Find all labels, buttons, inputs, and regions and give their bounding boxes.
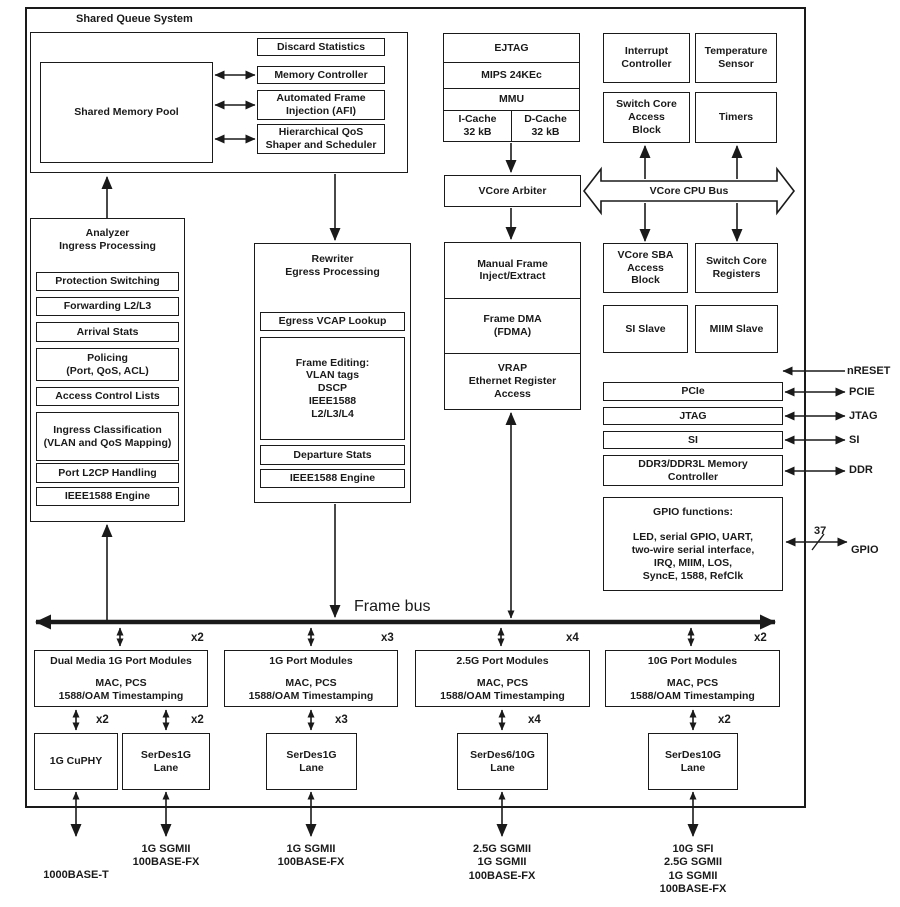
discard-statistics-box: Discard Statistics [257,38,385,56]
port-l2cp-box: Port L2CP Handling [36,463,179,483]
port-module-title: Dual Media 1G Port Modules [50,655,192,667]
port-module-title: 10G Port Modules [647,655,738,667]
rewriter-ieee1588-box: IEEE1588 Engine [260,469,405,488]
10g-port-modules-box: 10G Port Modules MAC, PCS 1588/OAM Times… [605,650,780,707]
external-port-label: 1G SGMII 100BASE-FX [132,843,200,869]
serdes-mult-label: x2 [191,714,204,726]
acl-box: Access Control Lists [36,387,179,406]
memory-controller-box: Memory Controller [257,66,385,84]
external-port-label: 10G SFI 2.5G SGMII 1G SGMII 100BASE-FX [659,843,727,896]
pcie-box: PCIe [603,382,783,401]
analyzer-title: Analyzer Ingress Processing [59,227,156,253]
afi-box: Automated Frame Injection (AFI) [257,90,385,120]
mmu-box: MMU [444,89,579,111]
frame-bus-label: Frame bus [354,598,431,615]
frame-editing-box: Frame Editing: VLAN tags DSCP IEEE1588 L… [260,337,405,440]
vcore-arbiter-box: VCore Arbiter [444,175,581,207]
port-module-body: MAC, PCS 1588/OAM Timestamping [58,677,184,703]
port-module-body: MAC, PCS 1588/OAM Timestamping [248,677,374,703]
vcore-sba-box: VCore SBA Access Block [603,243,688,293]
external-port-label: 1000BASE-T [43,869,109,881]
manual-frame-box: Manual Frame Inject/Extract [445,243,580,299]
ejtag-box: EJTAG [444,34,579,63]
vrap-box: VRAP Ethernet Register Access [468,362,557,401]
pin-si-label: SI [849,434,860,446]
serdes-mult-label: x2 [718,714,731,726]
serdes-mult-label: x3 [335,714,348,726]
cpu-stack: EJTAG MIPS 24KEc MMU I-Cache 32 kB D-Cac… [443,33,580,142]
pin-pcie-label: PCIE [849,386,875,398]
port-module-title: 2.5G Port Modules [456,655,549,667]
port-module-title: 1G Port Modules [269,655,353,667]
port-module-body: MAC, PCS 1588/OAM Timestamping [440,677,565,703]
miim-slave-box: MIIM Slave [695,305,778,353]
departure-stats-box: Departure Stats [260,445,405,465]
timers-box: Timers [695,92,777,143]
interrupt-controller-box: Interrupt Controller [603,33,690,83]
port-module-body: MAC, PCS 1588/OAM Timestamping [630,677,755,703]
si-slave-box: SI Slave [603,305,688,353]
serdes-mult-label: x4 [528,714,541,726]
serdes1g-lane-box: SerDes1G Lane [266,733,357,790]
icache-box: I-Cache 32 kB [444,111,512,141]
switch-core-registers-box: Switch Core Registers [695,243,778,293]
si-box: SI [603,431,783,449]
shared-memory-pool-box: Shared Memory Pool [40,62,213,163]
vcore-cpu-bus-label: VCore CPU Bus [649,185,729,197]
frame-engine-stack: Manual Frame Inject/Extract Frame DMA (F… [444,242,581,410]
external-port-label: 1G SGMII 100BASE-FX [277,843,345,869]
port-mult-label: x2 [191,632,204,644]
gpio-width-label: 37 [814,525,827,537]
ddr-controller-box: DDR3/DDR3L Memory Controller [603,455,783,486]
protection-switching-box: Protection Switching [36,272,179,291]
gpio-functions-box: GPIO functions: LED, serial GPIO, UART, … [603,497,783,591]
temperature-sensor-box: Temperature Sensor [695,33,777,83]
dcache-box: D-Cache 32 kB [524,113,567,138]
egress-vcap-box: Egress VCAP Lookup [260,312,405,331]
rewriter-title: Rewriter Egress Processing [285,253,380,279]
port-mult-label: x2 [754,632,767,644]
analyzer-ieee1588-box: IEEE1588 Engine [36,487,179,506]
port-mult-label: x4 [566,632,579,644]
serdes6-10g-lane-box: SerDes6/10G Lane [457,733,548,790]
2g5-port-modules-box: 2.5G Port Modules MAC, PCS 1588/OAM Time… [415,650,590,707]
external-port-label: 2.5G SGMII 1G SGMII 100BASE-FX [468,843,536,882]
1g-cuphy-box: 1G CuPHY [34,733,118,790]
port-mult-label: x3 [381,632,394,644]
pin-nreset-label: nRESET [847,365,891,377]
fdma-box: Frame DMA (FDMA) [445,299,580,355]
ingress-classification-box: Ingress Classification (VLAN and QoS Map… [36,412,179,461]
forwarding-l2l3-box: Forwarding L2/L3 [36,297,179,316]
cache-row: I-Cache 32 kB D-Cache 32 kB [444,111,579,141]
policing-box: Policing (Port, QoS, ACL) [36,348,179,381]
hqos-shaper-box: Hierarchical QoS Shaper and Scheduler [257,124,385,154]
serdes10g-lane-box: SerDes10G Lane [648,733,738,790]
pin-jtag-label: JTAG [849,410,878,422]
serdes1g-lane-box: SerDes1G Lane [122,733,210,790]
dual-media-1g-port-modules-box: Dual Media 1G Port Modules MAC, PCS 1588… [34,650,208,707]
switch-core-access-block-box: Switch Core Access Block [603,92,690,143]
pin-gpio-label: GPIO [851,544,879,556]
pin-ddr-label: DDR [849,464,873,476]
serdes-mult-label: x2 [96,714,109,726]
1g-port-modules-box: 1G Port Modules MAC, PCS 1588/OAM Timest… [224,650,398,707]
arrival-stats-box: Arrival Stats [36,322,179,342]
sqs-label: Shared Queue System [76,13,193,25]
mips-box: MIPS 24KEc [444,63,579,89]
jtag-box: JTAG [603,407,783,425]
